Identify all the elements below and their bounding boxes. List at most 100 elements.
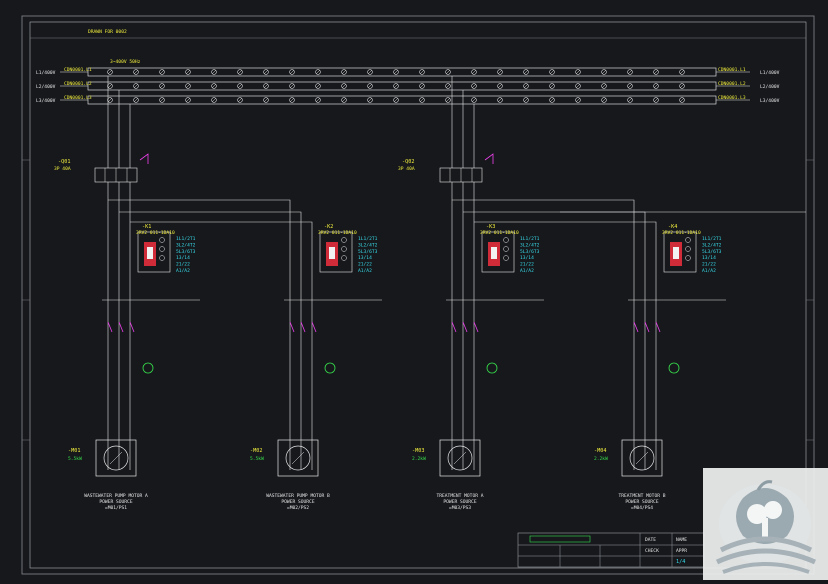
- starter-output-label: A1/A2: [358, 268, 372, 274]
- feeder-subtitle: POWER SOURCE: [281, 499, 314, 505]
- starter-output-label: A1/A2: [702, 268, 716, 274]
- earth-icon: [142, 362, 154, 374]
- feeder-subtitle: POWER SOURCE: [625, 499, 658, 505]
- feeder-title: TREATMENT MOTOR B: [618, 493, 665, 499]
- bus-in-code-l2: CDN0001.L2: [64, 81, 92, 87]
- starter-model: 3RV2 011-1DA10: [136, 230, 175, 236]
- starter-output-label: 1L1/2T1: [176, 236, 196, 242]
- starter-output-label: A1/A2: [176, 268, 190, 274]
- motor-tag: -M03: [412, 448, 425, 454]
- busbar-l2: [87, 81, 717, 91]
- earth-icon: [668, 362, 680, 374]
- feeder-title: TREATMENT MOTOR A: [436, 493, 483, 499]
- title-block-row-name: NAME: [676, 537, 687, 543]
- bus-terminal: [497, 97, 503, 103]
- starter-output-label: 3L2/4T2: [702, 242, 722, 248]
- bus-terminal: [133, 83, 139, 89]
- bus-terminal: [211, 97, 217, 103]
- contactor-contacts: [289, 321, 317, 333]
- starter-tag: -K4: [668, 224, 677, 230]
- bus-terminal: [523, 69, 529, 75]
- bus-terminal: [237, 97, 243, 103]
- starter-model: 3RV2 011-1DA10: [318, 230, 357, 236]
- feeder-ref: =M03/PS3: [449, 505, 471, 511]
- bus-terminal: [601, 69, 607, 75]
- distribution-wiring: [107, 76, 806, 300]
- bus-terminal: [133, 97, 139, 103]
- title-block: DATE NAME CHECK APPR 1/4: [517, 532, 705, 568]
- bus-terminal: [341, 69, 347, 75]
- title-block-sheet-no: 1/4: [676, 559, 685, 565]
- starter-output-label: 1L1/2T1: [702, 236, 722, 242]
- earth-icon: [324, 362, 336, 374]
- bus-in-code-l3: CDN0001.L3: [64, 95, 92, 101]
- starter-output-label: 5L3/6T3: [702, 249, 722, 255]
- watermark-logo: [703, 468, 828, 580]
- bus-out-tag-l1: L1/400V: [760, 70, 780, 76]
- bus-terminal: [601, 97, 607, 103]
- starter-output-label: A1/A2: [520, 268, 534, 274]
- bus-terminal: [367, 97, 373, 103]
- bus-terminal: [289, 83, 295, 89]
- bus-terminal: [575, 97, 581, 103]
- bus-terminal: [419, 83, 425, 89]
- starter-tag: -K3: [486, 224, 495, 230]
- sheet-header-tag: DRAWN FOR 0002: [88, 29, 127, 35]
- starter-output-label: 5L3/6T3: [176, 249, 196, 255]
- title-block-row-check: CHECK: [645, 548, 659, 554]
- bus-in-tag-l3: L3/400V: [36, 98, 56, 104]
- bus-terminal: [211, 69, 217, 75]
- bus-out-code-l1: CDN0001.L1: [718, 67, 746, 73]
- bus-terminal: [315, 83, 321, 89]
- main-breaker-2-tag: -Q02: [402, 159, 415, 165]
- bus-terminal: [471, 83, 477, 89]
- bus-out-code-l2: CDN0001.L2: [718, 81, 746, 87]
- bus-terminal: [653, 83, 659, 89]
- feeder-wires: [446, 299, 544, 470]
- starter-output-label: 21/22: [520, 262, 534, 268]
- bus-terminal: [601, 83, 607, 89]
- feeder-subtitle: POWER SOURCE: [99, 499, 132, 505]
- bus-terminal: [289, 69, 295, 75]
- feeder-wires: [102, 299, 200, 470]
- bus-terminal: [549, 83, 555, 89]
- bus-terminal: [211, 83, 217, 89]
- bus-terminal: [419, 69, 425, 75]
- starter-output-label: 21/22: [358, 262, 372, 268]
- bus-terminal: [471, 69, 477, 75]
- starter-model: 3RV2 011-1DA10: [480, 230, 519, 236]
- bus-terminal: [185, 97, 191, 103]
- starter-output-label: 1L1/2T1: [358, 236, 378, 242]
- sheet-outer-frame: [21, 15, 815, 575]
- bus-terminal: [159, 83, 165, 89]
- bus-terminal: [679, 83, 685, 89]
- bus-terminal: [627, 83, 633, 89]
- feeder-wires: [628, 299, 726, 470]
- bus-terminal: [133, 69, 139, 75]
- feeder-title: WASTEWATER PUMP MOTOR A: [84, 493, 148, 499]
- bus-in-tag-l1: L1/400V: [36, 70, 56, 76]
- bus-out-tag-l3: L3/400V: [760, 98, 780, 104]
- motor-rating: 5.5kW: [68, 456, 82, 462]
- bus-terminal: [653, 69, 659, 75]
- contactor-contacts: [633, 321, 661, 333]
- feeder-ref: =M02/PS2: [287, 505, 309, 511]
- frame-ticks: [22, 159, 814, 441]
- bus-terminal: [679, 69, 685, 75]
- main-breaker-1-spec: 3P 40A: [54, 166, 71, 172]
- bus-terminal: [419, 97, 425, 103]
- bus-terminal: [263, 97, 269, 103]
- bus-terminal: [393, 83, 399, 89]
- bus-in-code-l1: CDN0001.L1: [64, 67, 92, 73]
- bus-terminal: [445, 69, 451, 75]
- bus-terminal: [341, 97, 347, 103]
